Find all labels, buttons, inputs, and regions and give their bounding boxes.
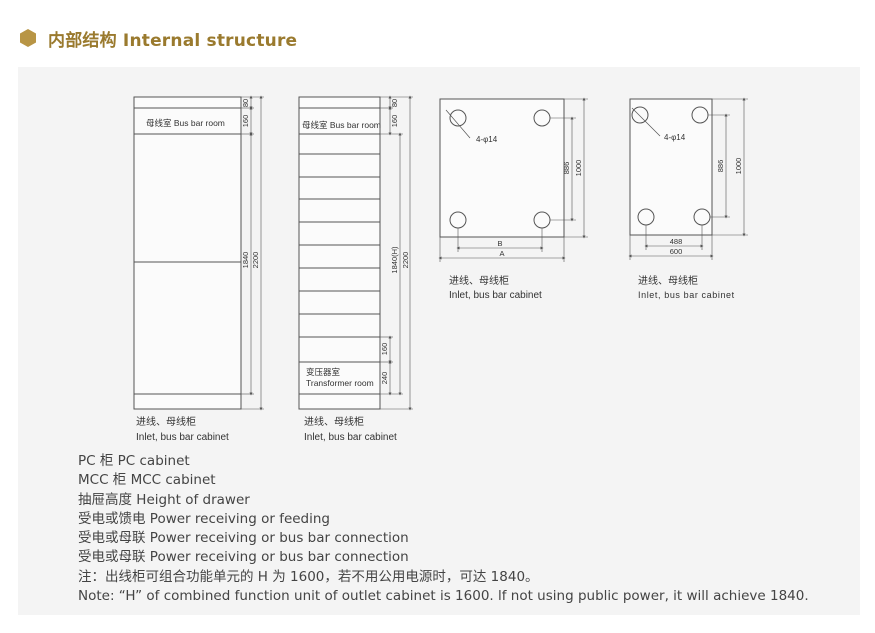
legend-item: 受电或馈电 Power receiving or feeding: [78, 510, 331, 527]
plan-caption-cn: 进线、母线柜: [449, 274, 509, 287]
dim-b: B: [497, 239, 502, 248]
hexagon-icon: [20, 29, 36, 47]
hole-label-2: 4-φ14: [664, 133, 686, 142]
legend-item: 受电或母联 Power receiving or bus bar connect…: [78, 549, 409, 566]
dim-1000: 1000: [574, 160, 583, 177]
hole-label: 4-φ14: [476, 135, 498, 144]
dim-160-c: 160: [380, 343, 389, 356]
dim-160: 160: [241, 115, 250, 128]
cabinet-caption-en-2: Inlet, bus bar cabinet: [304, 432, 397, 443]
dim-2200: 2200: [251, 252, 260, 269]
dim-1000-b: 1000: [734, 158, 743, 175]
dim-160-b: 160: [390, 115, 399, 128]
plan-caption-en: Inlet, bus bar cabinet: [449, 290, 542, 301]
legend-item: PC 柜 PC cabinet: [78, 453, 190, 469]
dim-488: 488: [670, 237, 683, 246]
dim-80-b: 80: [390, 99, 399, 107]
plan-caption-en-2: Inlet, bus bar cabinet: [638, 290, 735, 300]
legend-item: 受电或母联 Power receiving or bus bar connect…: [78, 530, 409, 547]
dim-1840h: 1840(H): [390, 246, 399, 274]
cabinet-caption-cn: 进线、母线柜: [136, 415, 196, 428]
dim-2200-b: 2200: [401, 252, 410, 269]
plan-view-1: [438, 97, 588, 262]
dim-a: A: [499, 249, 504, 258]
note-en: Note: “H” of combined function unit of o…: [78, 588, 809, 605]
legend-item: 抽屉高度 Height of drawer: [78, 491, 250, 508]
dim-886: 886: [562, 162, 571, 175]
dim-80: 80: [241, 99, 250, 107]
transformer-room-en: Transformer room: [306, 378, 374, 388]
plan-view-2: [628, 97, 748, 260]
bus-bar-room-label-2: 母线室 Bus bar room: [302, 120, 381, 130]
transformer-room-cn: 变压器室: [306, 367, 341, 377]
section-header: 内部结构 Internal structure: [18, 24, 297, 52]
dim-1840: 1840: [241, 252, 250, 269]
cabinet-caption-en: Inlet, bus bar cabinet: [136, 432, 229, 443]
legend: PC 柜 PC cabinet MCC 柜 MCC cabinet 抽屉高度 H…: [78, 452, 809, 606]
dim-600: 600: [670, 247, 683, 256]
legend-item: MCC 柜 MCC cabinet: [78, 472, 216, 489]
cabinet-front-1: [133, 95, 264, 411]
section-title: 内部结构 Internal structure: [48, 30, 298, 51]
bus-bar-room-label: 母线室 Bus bar room: [146, 118, 225, 128]
cabinet-caption-cn-2: 进线、母线柜: [304, 415, 364, 428]
dim-240: 240: [380, 372, 389, 385]
plan-caption-cn-2: 进线、母线柜: [638, 274, 698, 287]
dim-886-b: 886: [716, 160, 725, 173]
cabinet-front-2: [298, 95, 413, 411]
note-cn: 注：出线柜可组合功能单元的 H 为 1600，若不用公用电源时，可达 1840。: [78, 568, 539, 585]
